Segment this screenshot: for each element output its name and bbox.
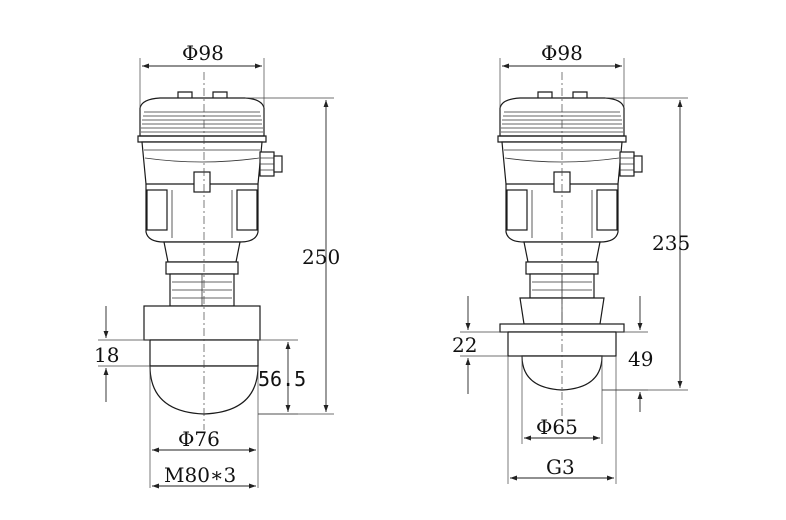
left-horn-diameter-label: Φ76 — [178, 427, 220, 451]
right-horn-height-label: 49 — [628, 347, 653, 371]
left-instrument — [137, 72, 283, 430]
right-neck — [519, 241, 605, 325]
left-housing-body — [141, 141, 263, 243]
left-neck — [163, 241, 241, 307]
left-cable-gland — [259, 151, 283, 177]
left-overall-height-label: 250 — [302, 245, 340, 269]
left-top-diameter-label: Φ98 — [182, 41, 224, 65]
right-instrument — [497, 72, 643, 420]
right-dimensions: Φ98 235 22 49 Φ65 G3 — [452, 41, 690, 484]
right-thread-label: G3 — [546, 455, 575, 479]
right-horn-diameter-label: Φ65 — [536, 415, 578, 439]
left-flange-height-label: 18 — [94, 343, 119, 367]
left-housing-cap — [137, 91, 267, 143]
right-cable-gland — [619, 151, 643, 177]
right-top-diameter-label: Φ98 — [541, 41, 583, 65]
right-flange-height-label: 22 — [452, 333, 477, 357]
left-horn-height-label: 56.5 — [258, 367, 306, 391]
left-dimensions: Φ98 250 18 56.5 Φ76 M80∗3 — [94, 41, 340, 489]
right-overall-height-label: 235 — [652, 231, 690, 255]
left-horn — [149, 365, 259, 415]
left-thread-label: M80∗3 — [164, 463, 236, 487]
left-flange — [143, 305, 261, 367]
